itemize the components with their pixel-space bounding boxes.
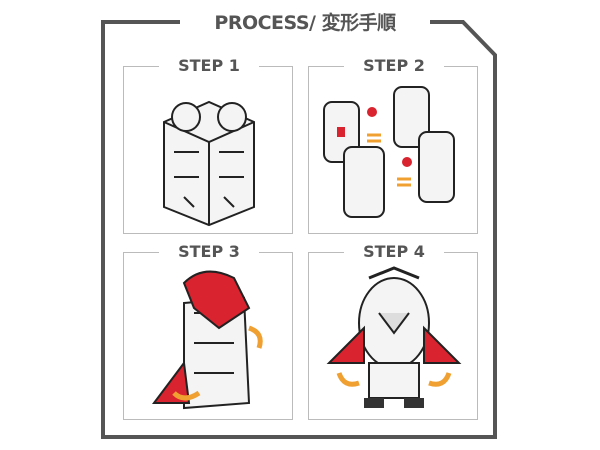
page-title: PROCESS/ 変形手順	[190, 10, 420, 36]
split-cubes-illustration	[323, 86, 455, 218]
step-4-panel: STEP 4	[308, 242, 478, 420]
step-2-panel: STEP 2	[308, 56, 478, 234]
step-3-panel: STEP 3	[123, 242, 293, 420]
step-label: STEP 4	[344, 242, 444, 262]
cube-illustration	[163, 100, 255, 227]
penguin-transform-illustration	[152, 270, 263, 410]
step-label: STEP 3	[159, 242, 259, 262]
step-label: STEP 1	[159, 56, 259, 76]
step-label: STEP 2	[344, 56, 444, 76]
step-1-panel: STEP 1	[123, 56, 293, 234]
penguin-robot-illustration	[326, 266, 462, 408]
